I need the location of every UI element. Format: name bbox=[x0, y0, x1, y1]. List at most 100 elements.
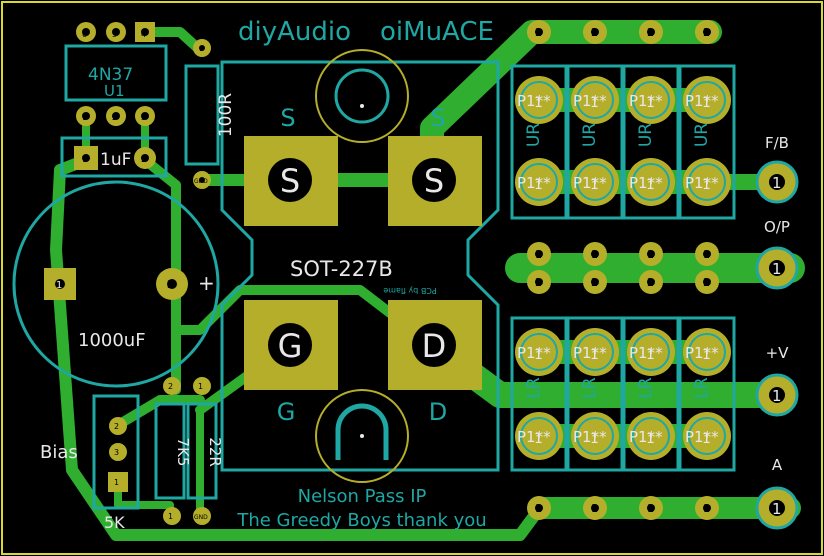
u1-pin2: 2 bbox=[112, 113, 117, 122]
bank-ur-a-0-pin: 1 bbox=[534, 95, 543, 111]
bias-pin2: 2 bbox=[114, 422, 119, 431]
bank-ur-label-2: UR bbox=[636, 123, 656, 147]
pad-g-label: G bbox=[278, 327, 303, 365]
bank-bottom-pin-3-label: 1 bbox=[703, 502, 710, 515]
bank-top-pin-0-label: 2 bbox=[535, 26, 542, 39]
bank-bottom-pin-2-label: 1 bbox=[647, 502, 654, 515]
bank-lr-a-3-ref: P1** bbox=[685, 344, 719, 362]
bank-lr-a-3 bbox=[683, 328, 731, 376]
res-top-value: 100R bbox=[216, 93, 236, 137]
bank-ur-b-0-pin: 1 bbox=[534, 177, 543, 193]
bank-lr-b-0-pin: 1 bbox=[534, 431, 543, 447]
u1-pin1: 1 bbox=[82, 113, 87, 122]
bank-ur-b-1-ref: P1** bbox=[573, 174, 607, 192]
bank-lr-b-2-ref: P1** bbox=[629, 428, 663, 446]
bank-lr-a-0-pin: 1 bbox=[534, 347, 543, 363]
c1-pin1: 1 bbox=[82, 155, 88, 165]
bank-lr-b-0 bbox=[515, 412, 563, 460]
connector-pin-3: 1 bbox=[772, 500, 782, 518]
bank-lr-label-0: LR bbox=[524, 377, 544, 398]
footer-line1: Nelson Pass IP bbox=[298, 486, 427, 507]
bank-lr-a-0 bbox=[515, 328, 563, 376]
bank-bottom-pin-1-label: 1 bbox=[591, 502, 598, 515]
mosfet-package: SOT-227B bbox=[290, 257, 393, 281]
bank-lr-a-2 bbox=[627, 328, 675, 376]
r-small-pin-b: 1 bbox=[198, 382, 203, 391]
bank-lr-b-3 bbox=[683, 412, 731, 460]
bank-ur-b-3-ref: P1** bbox=[685, 174, 719, 192]
mid-upper-pin-2-label: 1 bbox=[647, 248, 654, 261]
bias-label: Bias bbox=[40, 442, 78, 463]
bank-bottom-pin-0-label: 1 bbox=[535, 502, 542, 515]
mid-lower-pin-2-label: 2 bbox=[647, 276, 654, 289]
bank-ur-b-0 bbox=[515, 158, 563, 206]
bank-ur-a-2-ref: P1** bbox=[629, 92, 663, 110]
footer-line2: The Greedy Boys thank you bbox=[236, 510, 486, 531]
mounting-holes bbox=[315, 49, 409, 483]
bank-lr-b-1-pin: 1 bbox=[590, 431, 599, 447]
bank-ur-b-2 bbox=[627, 158, 675, 206]
bank-ur-a-1-ref: P1** bbox=[573, 92, 607, 110]
cap-big-value: 1000uF bbox=[78, 330, 146, 351]
r-small-right-value: 22R bbox=[206, 437, 224, 467]
bank-top-pin-3-label: 2 bbox=[703, 26, 710, 39]
bank-lr-label-3: LR bbox=[692, 377, 712, 398]
bank-lr-a-1 bbox=[571, 328, 619, 376]
bank-ur-a-3 bbox=[683, 76, 731, 124]
bank-ur-b-3 bbox=[683, 158, 731, 206]
mid-lower-pin-3-label: 2 bbox=[703, 276, 710, 289]
bank-ur-b-2-pin: 1 bbox=[646, 177, 655, 193]
mid-upper-pin-1-label: 1 bbox=[591, 248, 598, 261]
bank-top-pin-2-label: 2 bbox=[647, 26, 654, 39]
mid-lower-pin-1-label: 2 bbox=[591, 276, 598, 289]
bank-lr-a-2-pin: 1 bbox=[646, 347, 655, 363]
bank-ur-a-3-pin: 1 bbox=[702, 95, 711, 111]
res-top-pin1: 1 bbox=[199, 45, 203, 53]
silk-s1: S bbox=[280, 104, 295, 132]
connector-pin-1: 1 bbox=[772, 260, 782, 278]
mid-upper-pin-0-label: 1 bbox=[535, 248, 542, 261]
cap-big-pin1: 1 bbox=[56, 280, 62, 291]
mid-lower-pin-0-label: 2 bbox=[535, 276, 542, 289]
bank-ur-b-2-ref: P1** bbox=[629, 174, 663, 192]
bank-ur-b-1-pin: 1 bbox=[590, 177, 599, 193]
silkscreen bbox=[12, 44, 736, 510]
bank-ur-b-1 bbox=[571, 158, 619, 206]
res-top-pin2: GND bbox=[194, 178, 208, 185]
bank-lr-b-2-pin: 1 bbox=[646, 431, 655, 447]
bank-top-pin-1-label: 2 bbox=[591, 26, 598, 39]
connector-pin-2: 1 bbox=[772, 387, 782, 405]
r-small-left-value: 7K5 bbox=[174, 438, 192, 467]
bank-ur-a-1 bbox=[571, 76, 619, 124]
silk-g: G bbox=[277, 398, 296, 426]
mid-upper-pin-3-label: 1 bbox=[703, 248, 710, 261]
bank-lr-a-3-pin: 1 bbox=[702, 347, 711, 363]
u1-value: 4N37 bbox=[88, 65, 133, 85]
connector-pin-0: 1 bbox=[772, 174, 782, 192]
bank-ur-a-2 bbox=[627, 76, 675, 124]
bank-lr-b-0-ref: P1** bbox=[517, 428, 551, 446]
connector-label-3: A bbox=[772, 456, 783, 474]
bank-lr-a-0-ref: P1** bbox=[517, 344, 551, 362]
top-right-text: oiMuACE bbox=[380, 17, 494, 47]
r-small-pin-d: GND bbox=[194, 514, 208, 521]
silk-s2: S bbox=[430, 104, 445, 132]
bank-ur-label-0: UR bbox=[524, 123, 544, 147]
bank-lr-a-1-pin: 1 bbox=[590, 347, 599, 363]
cap-big-plus: + bbox=[198, 271, 215, 295]
connector-label-1: O/P bbox=[764, 218, 790, 236]
bank-ur-a-0 bbox=[515, 76, 563, 124]
connector-label-0: F/B bbox=[765, 134, 789, 152]
pad-holes bbox=[55, 28, 205, 289]
u1-pin4: 4 bbox=[141, 30, 146, 39]
bank-ur-label-1: UR bbox=[580, 123, 600, 147]
u1-pin3: 3 bbox=[141, 113, 146, 122]
connector-label-2: +V bbox=[766, 344, 790, 362]
u1-ref: U1 bbox=[104, 82, 125, 100]
bank-lr-b-3-ref: P1** bbox=[685, 428, 719, 446]
silk-d: D bbox=[429, 398, 447, 426]
pad-s2-label: S bbox=[424, 162, 444, 200]
u1-pin5: 5 bbox=[112, 30, 117, 39]
